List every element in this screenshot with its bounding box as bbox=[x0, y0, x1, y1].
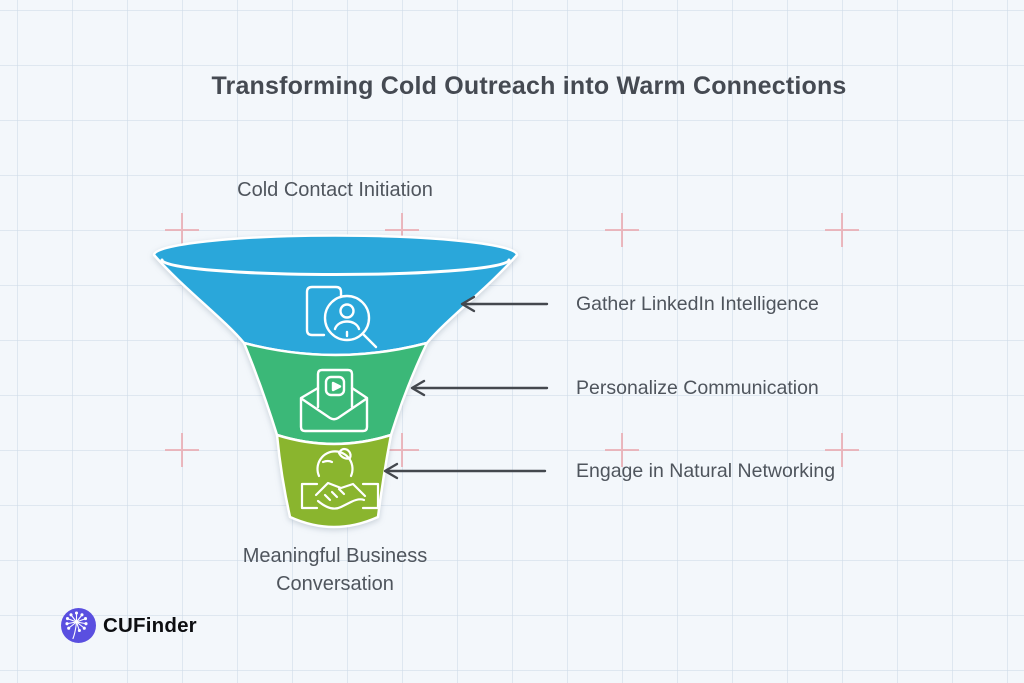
crosshair-mark bbox=[825, 433, 859, 467]
page-title: Transforming Cold Outreach into Warm Con… bbox=[211, 72, 847, 100]
stage-label-personalize: Personalize Communication bbox=[576, 377, 819, 399]
crosshair-mark bbox=[165, 433, 199, 467]
crosshair-mark bbox=[385, 433, 419, 467]
funnel-top-label: Cold Contact Initiation bbox=[237, 179, 433, 201]
crosshair-mark bbox=[605, 433, 639, 467]
dandelion-icon bbox=[65, 611, 88, 640]
arrow-stage-1 bbox=[460, 295, 549, 313]
handshake-globe-icon bbox=[300, 447, 380, 510]
stage-label-gather: Gather LinkedIn Intelligence bbox=[576, 293, 819, 315]
logo-text: CUFinder bbox=[103, 613, 197, 637]
stage-label-engage: Engage in Natural Networking bbox=[576, 460, 836, 482]
funnel-stage-engage bbox=[275, 433, 393, 529]
crosshair-mark bbox=[165, 213, 199, 247]
funnel-rim-highlight bbox=[160, 258, 511, 276]
arrow-stage-3 bbox=[383, 462, 547, 480]
crosshair-mark bbox=[385, 213, 419, 247]
funnel-bottom-label: Meaningful Business Conversation bbox=[242, 545, 428, 595]
cufinder-logo: CUFinder bbox=[61, 608, 197, 643]
crosshair-mark bbox=[605, 213, 639, 247]
arrow-stage-2 bbox=[410, 379, 549, 397]
funnel-diagram bbox=[152, 234, 519, 529]
logo-circle bbox=[61, 608, 96, 643]
funnel-stage-personalize bbox=[242, 341, 429, 446]
stage-arrows bbox=[383, 295, 549, 480]
video-email-icon bbox=[299, 368, 369, 433]
profile-search-icon bbox=[305, 285, 378, 349]
crosshair-mark bbox=[825, 213, 859, 247]
